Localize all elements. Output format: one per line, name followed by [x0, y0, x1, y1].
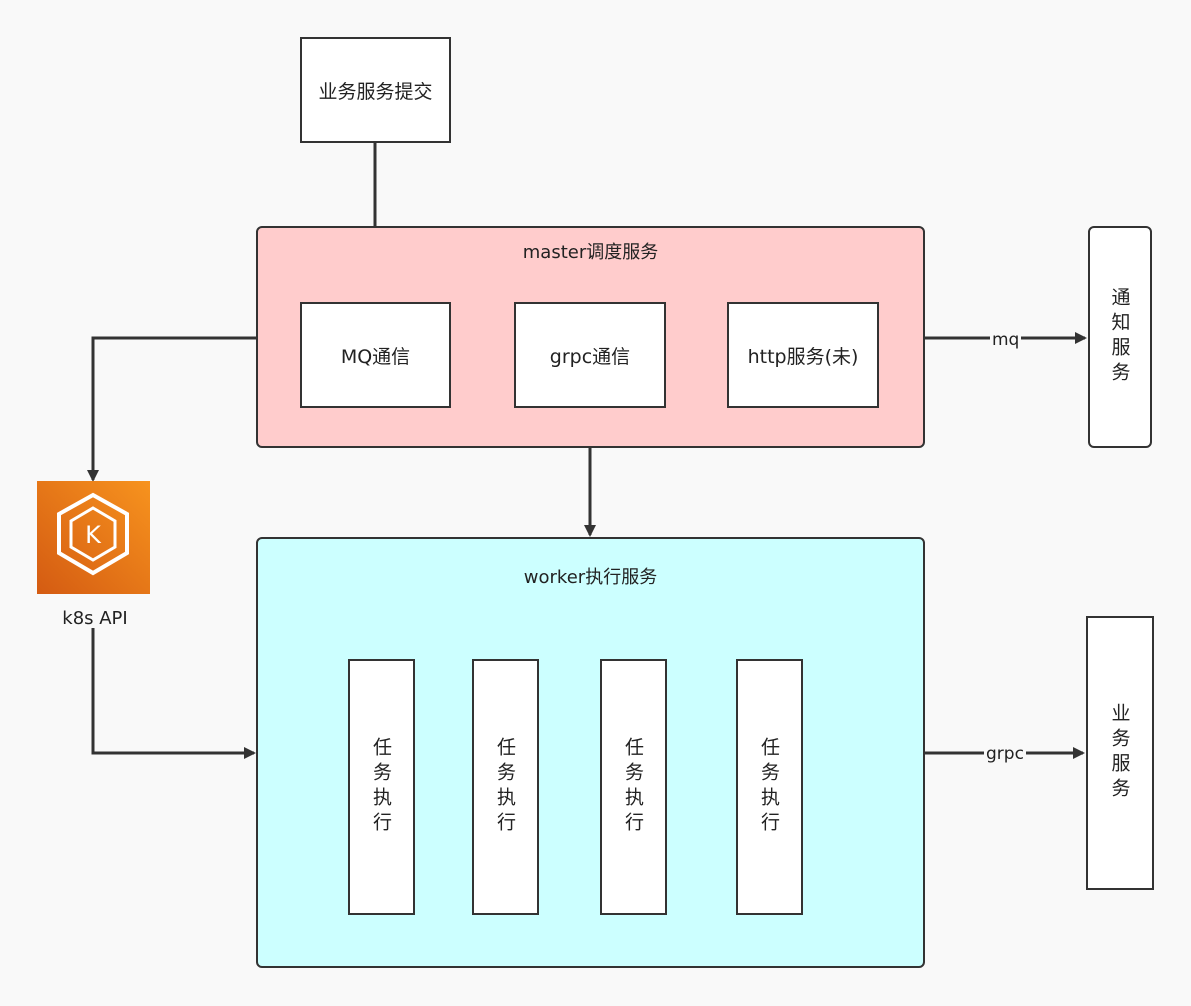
- business-submit-box[interactable]: 业务服务提交: [300, 37, 451, 143]
- kubernetes-icon[interactable]: K: [37, 481, 150, 594]
- business-service-label: 业务服务: [1108, 703, 1131, 803]
- edge-master-to-k8s: [87, 336, 256, 482]
- http-service-box[interactable]: http服务(未): [727, 302, 879, 408]
- grpc-comm-box[interactable]: grpc通信: [514, 302, 666, 408]
- business-submit-label: 业务服务提交: [318, 80, 433, 103]
- edge-label-mq: mq: [990, 330, 1022, 350]
- task-box[interactable]: 任务执行: [348, 659, 415, 915]
- task-label: 任务执行: [370, 737, 392, 837]
- task-box[interactable]: 任务执行: [736, 659, 803, 915]
- master-title: master调度服务: [522, 242, 659, 263]
- edge-label-grpc: grpc: [984, 744, 1026, 764]
- task-label: 任务执行: [622, 737, 644, 837]
- http-service-label: http服务(未): [747, 345, 859, 368]
- task-label: 任务执行: [494, 737, 516, 837]
- task-box[interactable]: 任务执行: [600, 659, 667, 915]
- business-service-box[interactable]: 业务服务: [1086, 616, 1154, 890]
- edge-k8s-to-worker: [91, 628, 256, 759]
- notify-service-box[interactable]: 通知服务: [1088, 226, 1152, 448]
- worker-title: worker执行服务: [523, 567, 658, 588]
- task-label: 任务执行: [758, 737, 780, 837]
- mq-comm-box[interactable]: MQ通信: [300, 302, 451, 408]
- task-box[interactable]: 任务执行: [472, 659, 539, 915]
- svg-text:K: K: [85, 521, 102, 549]
- grpc-comm-label: grpc通信: [549, 345, 631, 368]
- notify-service-label: 通知服务: [1108, 287, 1131, 387]
- k8s-api-label: k8s API: [62, 608, 128, 629]
- mq-comm-label: MQ通信: [340, 345, 411, 368]
